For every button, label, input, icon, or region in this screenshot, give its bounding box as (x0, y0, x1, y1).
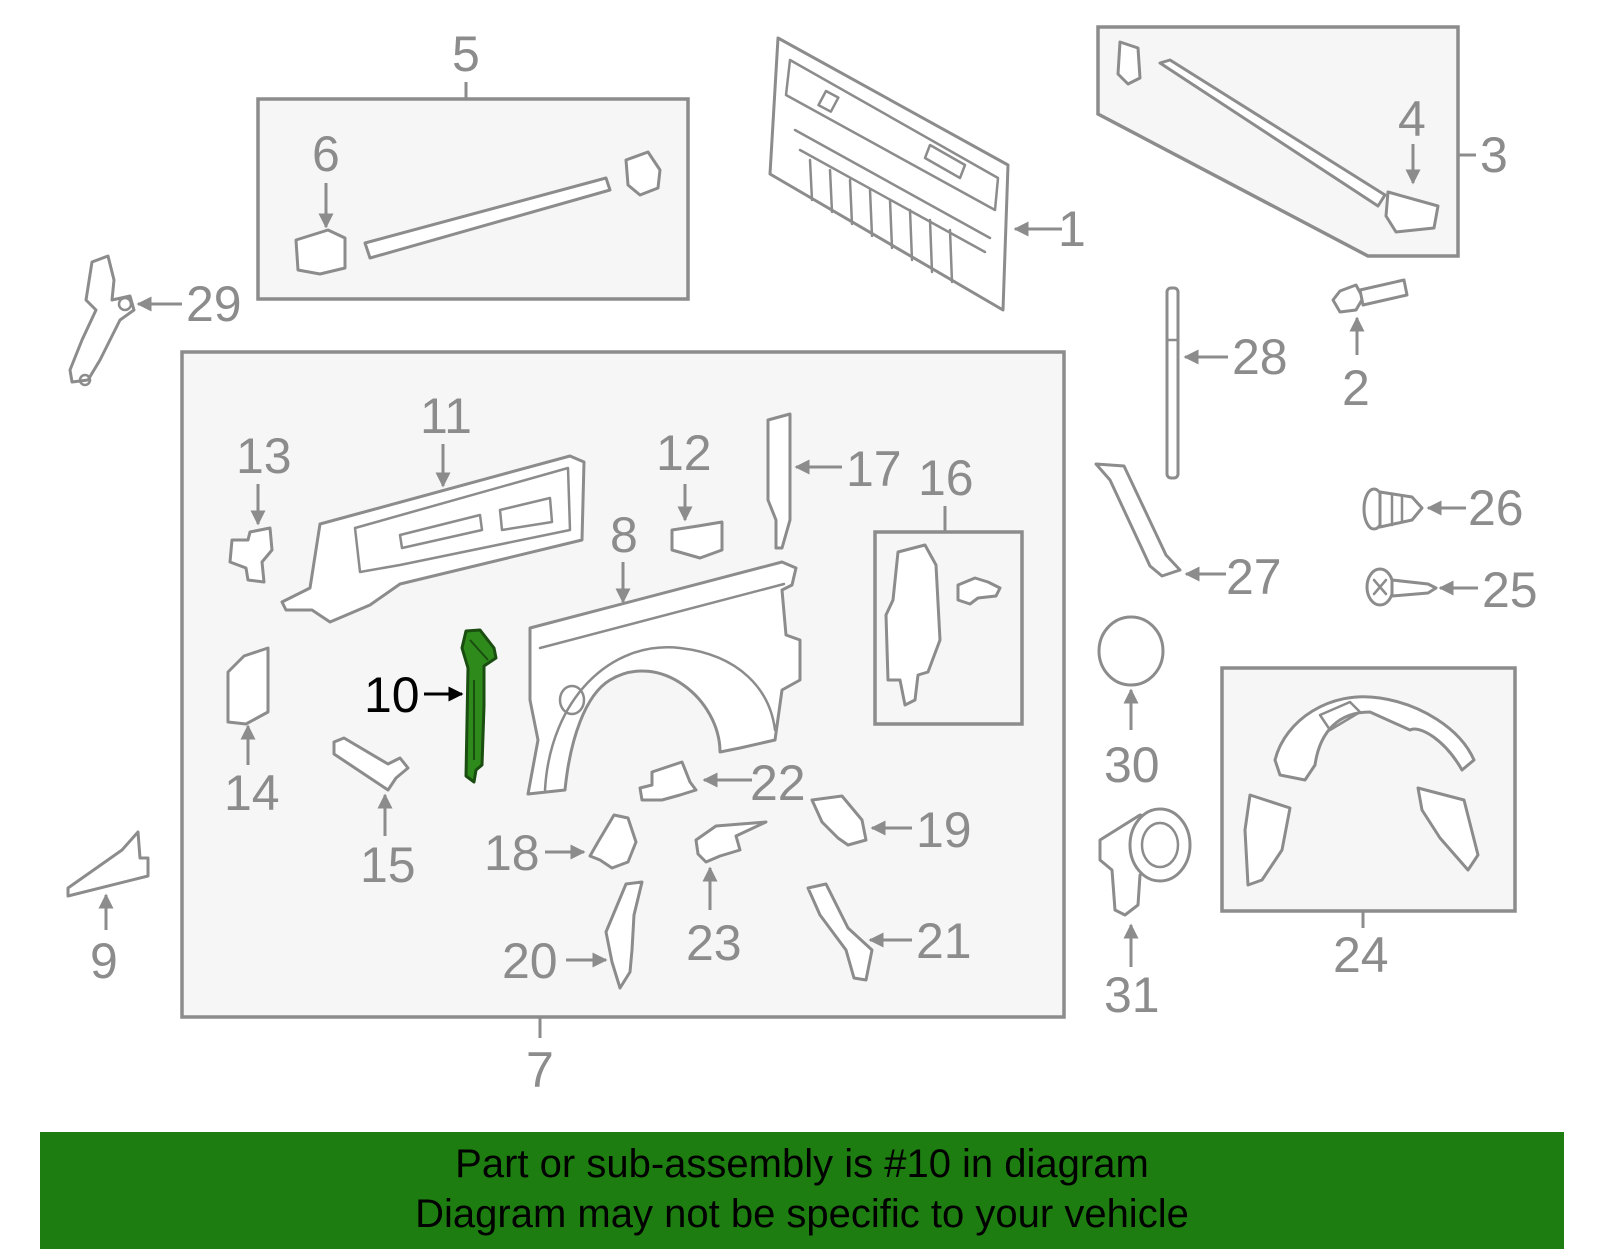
patch-part-13 (228, 526, 274, 584)
callout-8: 8 (610, 507, 638, 563)
info-banner: Part or sub-assembly is #10 in diagram D… (40, 1132, 1564, 1249)
callout-31: 31 (1104, 967, 1160, 1023)
tailgate-part (768, 36, 1010, 312)
rail-cap-part-5 (294, 150, 662, 276)
callout-9: 9 (90, 933, 118, 989)
bracket-part-22 (638, 760, 698, 802)
callout-22: 22 (750, 755, 806, 811)
callout-14: 14 (224, 765, 280, 821)
callout-20: 20 (502, 933, 558, 989)
callout-17: 17 (846, 441, 902, 497)
callout-3: 3 (1480, 127, 1508, 183)
bracket-part-23 (694, 820, 768, 864)
hinge-part-29 (68, 254, 136, 387)
outer-bedside-part-8 (526, 560, 802, 796)
callout-27: 27 (1226, 549, 1282, 605)
bracket-part-20 (604, 880, 644, 990)
bracket-part-15 (332, 736, 410, 792)
callout-25: 25 (1482, 562, 1538, 618)
callout-11: 11 (420, 388, 472, 444)
callout-28: 28 (1232, 329, 1288, 385)
callout-16: 16 (918, 450, 974, 506)
clip-part-26 (1362, 487, 1424, 531)
parts-diagram: 1 2 4 3 5 6 29 28 27 (66, 25, 1538, 1098)
callout-26: 26 (1468, 480, 1524, 536)
callout-4: 4 (1398, 91, 1426, 147)
callout-23: 23 (686, 915, 742, 971)
callout-10: 10 (364, 667, 420, 723)
callout-7: 7 (526, 1042, 554, 1098)
callout-13: 13 (236, 428, 292, 484)
inner-panel-part-11 (280, 454, 586, 624)
banner-line-1: Part or sub-assembly is #10 in diagram (455, 1142, 1149, 1186)
bracket-part-18 (588, 813, 638, 870)
strap-part-27 (1094, 462, 1182, 578)
pillar-part-17 (766, 412, 792, 550)
bracket-part-16 (884, 543, 1002, 707)
panel-part-14 (226, 646, 270, 726)
callout-2: 2 (1342, 360, 1370, 416)
bracket-part-21 (806, 882, 874, 982)
callout-21: 21 (916, 913, 972, 969)
callout-6: 6 (312, 126, 340, 182)
callout-30: 30 (1104, 737, 1160, 793)
callout-24: 24 (1333, 927, 1389, 983)
bolt-part-2 (1331, 278, 1409, 314)
screw-part-25 (1365, 567, 1438, 607)
banner-line-2: Diagram may not be specific to your vehi… (415, 1192, 1189, 1236)
callout-19: 19 (916, 802, 972, 858)
callout-12: 12 (656, 425, 712, 481)
bracket-part-19 (810, 794, 868, 847)
rail-cap-part-3 (1116, 40, 1440, 234)
fuel-housing-part-31 (1098, 807, 1192, 917)
callout-18: 18 (484, 825, 540, 881)
callout-15: 15 (360, 837, 416, 893)
callout-1: 1 (1058, 201, 1086, 257)
prop-rod-part-28 (1165, 286, 1180, 480)
cap-part-30 (1097, 615, 1165, 687)
reinforcement-part-10-highlighted (460, 628, 498, 784)
callout-5: 5 (452, 26, 480, 82)
block-part-12 (670, 520, 724, 560)
callout-29: 29 (186, 276, 242, 332)
wheel-liner-part-24 (1243, 695, 1480, 887)
bracket-part-9 (66, 830, 150, 898)
